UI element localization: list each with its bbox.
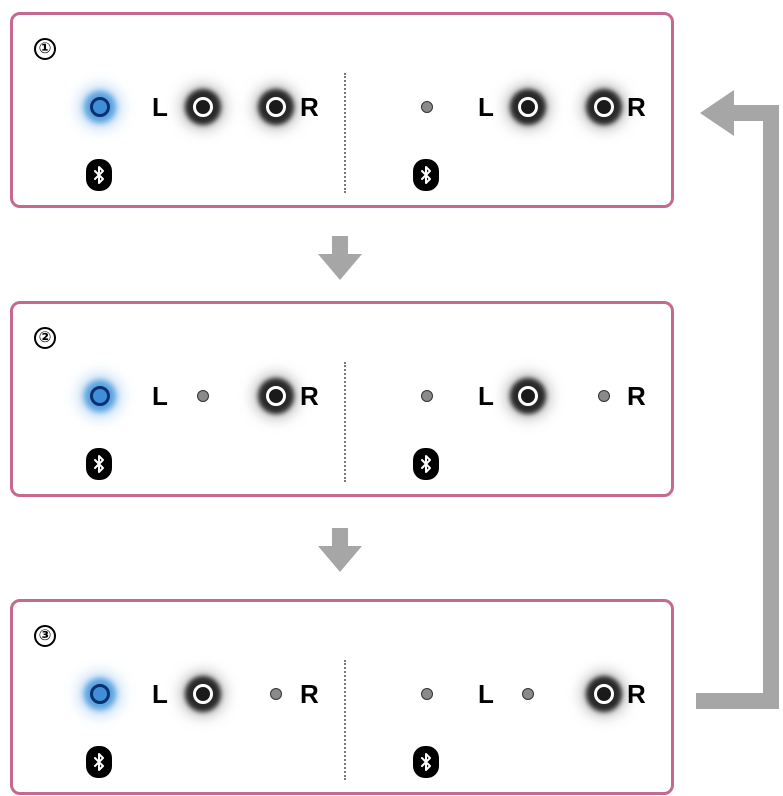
right-l-label: L [478, 381, 494, 411]
left-r-label: R [300, 92, 319, 122]
right-transmitter-indicator [421, 390, 433, 402]
right-r-label: R [627, 679, 646, 709]
step-number: ① [34, 38, 56, 60]
left-l-indicator [193, 684, 213, 704]
bluetooth-icon [86, 159, 112, 191]
step-panel-3: ③ L R L R [10, 599, 674, 795]
return-arrow-path [696, 105, 779, 709]
right-r-indicator [594, 97, 614, 117]
right-r-label: R [627, 92, 646, 122]
right-transmitter-indicator [421, 101, 433, 113]
down-arrow-1 [318, 236, 362, 280]
down-arrow-2 [318, 528, 362, 572]
bluetooth-icon [86, 746, 112, 778]
step-panel-2: ② L R L R [10, 301, 674, 497]
return-arrow-head [700, 90, 734, 136]
bluetooth-icon [86, 448, 112, 480]
left-l-label: L [152, 92, 168, 122]
device-divider [344, 660, 346, 780]
left-l-label: L [152, 679, 168, 709]
left-transmitter-indicator [90, 97, 110, 117]
left-transmitter-indicator [90, 386, 110, 406]
right-transmitter-indicator [421, 688, 433, 700]
right-l-indicator [522, 688, 534, 700]
right-l-indicator [518, 97, 538, 117]
step-number: ② [34, 327, 56, 349]
right-l-indicator [518, 386, 538, 406]
step-panel-1: ① L R L R [10, 12, 674, 208]
bluetooth-icon [413, 159, 439, 191]
right-r-indicator [598, 390, 610, 402]
left-l-indicator [197, 390, 209, 402]
device-divider [344, 73, 346, 193]
right-r-label: R [627, 381, 646, 411]
right-l-label: L [478, 92, 494, 122]
left-r-label: R [300, 381, 319, 411]
left-r-indicator [266, 386, 286, 406]
left-r-label: R [300, 679, 319, 709]
bluetooth-icon [413, 448, 439, 480]
left-l-label: L [152, 381, 168, 411]
left-l-indicator [193, 97, 213, 117]
left-transmitter-indicator [90, 684, 110, 704]
right-l-label: L [478, 679, 494, 709]
left-r-indicator [270, 688, 282, 700]
left-r-indicator [266, 97, 286, 117]
step-number: ③ [34, 625, 56, 647]
device-divider [344, 362, 346, 482]
right-r-indicator [594, 684, 614, 704]
bluetooth-icon [413, 746, 439, 778]
